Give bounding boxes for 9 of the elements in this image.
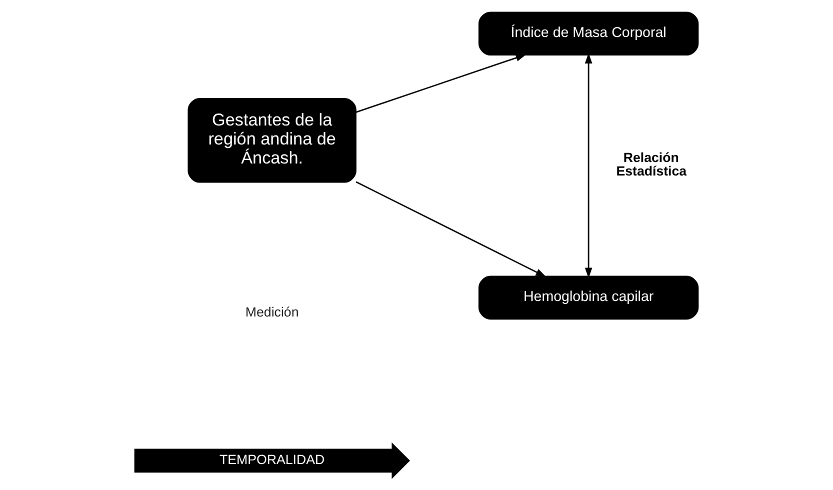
node-box: Hemoglobina capilar <box>478 276 699 320</box>
node-box: Índice de Masa Corporal <box>478 12 699 56</box>
arrow <box>584 52 592 278</box>
arrow <box>356 181 546 277</box>
node-box: Gestantes de la región andina de Áncash. <box>188 98 356 183</box>
edge-label: Relación Estadística <box>616 150 687 178</box>
label: Medición <box>245 304 299 320</box>
label: TEMPORALIDAD <box>219 452 325 468</box>
arrow <box>356 54 526 113</box>
